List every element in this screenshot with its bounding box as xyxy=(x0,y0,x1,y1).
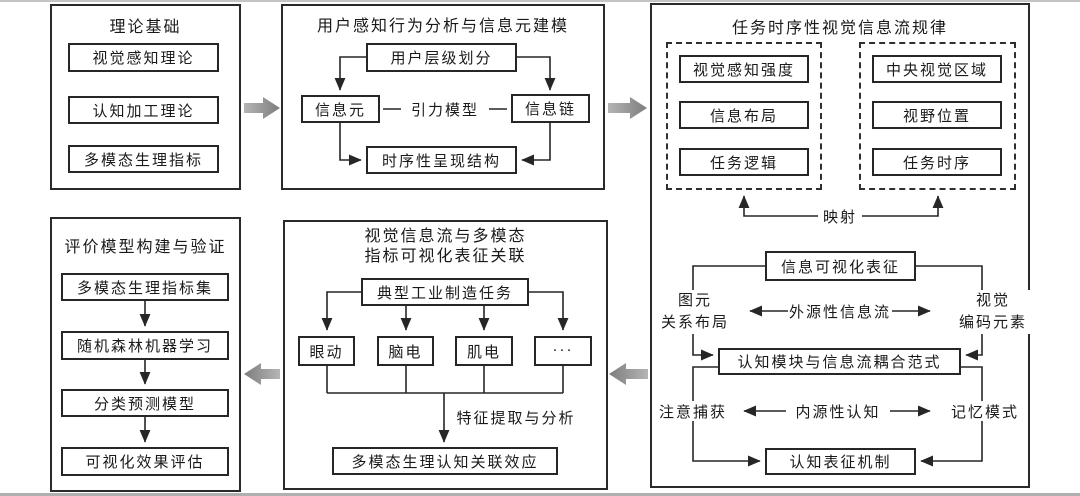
panel-task-flow xyxy=(650,3,1030,488)
flow-arrow-multimodal-to-evaluation-icon xyxy=(244,363,280,385)
box-info-unit: 信息元 xyxy=(301,95,380,123)
box-central-vision-area: 中央视觉区域 xyxy=(872,55,1002,83)
box-visualization-effect-evaluation: 可视化效果评估 xyxy=(61,447,229,476)
label-attention-capture: 注意捕获 xyxy=(653,401,733,421)
flow-arrow-theory-to-modeling-icon xyxy=(244,97,280,119)
label-feature-extraction: 特征提取与分析 xyxy=(456,410,576,427)
label-mapping: 映射 xyxy=(818,206,862,226)
flow-arrow-taskflow-to-multimodal-icon xyxy=(609,363,648,385)
panel-theory-title: 理论基础 xyxy=(109,19,182,36)
box-info-chain: 信息链 xyxy=(511,94,590,123)
flow-arrow-modeling-to-taskflow-icon xyxy=(608,97,647,119)
panel-task-flow-title: 任务时序性视觉信息流规律 xyxy=(731,20,948,37)
panel-evaluation-title: 评价模型构建与验证 xyxy=(64,239,227,256)
panel-user-modeling-title: 用户感知行为分析与信息元建模 xyxy=(316,18,569,35)
box-cognitive-processing-theory: 认知加工理论 xyxy=(68,96,219,124)
box-cognitive-module-coupling-paradigm: 认知模块与信息流耦合范式 xyxy=(718,348,961,375)
box-multimodal-physio-indicators: 多模态生理指标 xyxy=(68,145,219,173)
panel-theory xyxy=(50,4,241,190)
label-endogenous-cognition: 内源性认知 xyxy=(795,404,881,421)
box-info-layout: 信息布局 xyxy=(679,101,809,129)
label-graph-relation-layout-line2: 关系布局 xyxy=(660,315,729,331)
panel-multimodal-title-line1: 视觉信息流与多模态 xyxy=(364,228,527,245)
box-user-level-division: 用户层级划分 xyxy=(366,43,517,72)
box-info-visualization-representation: 信息可视化表征 xyxy=(765,251,916,281)
panel-evaluation xyxy=(50,217,241,492)
box-task-timing: 任务时序 xyxy=(872,148,1002,176)
panel-multimodal xyxy=(283,220,608,490)
label-graph-relation-layout-line1: 图元 xyxy=(677,293,712,309)
box-typical-industrial-task: 典型工业制造任务 xyxy=(361,278,529,306)
box-emg: 肌电 xyxy=(455,336,513,366)
scan-edge-top xyxy=(0,0,1080,2)
box-multimodal-physio-indicator-set: 多模态生理指标集 xyxy=(61,273,229,301)
label-visual-encoding-elements: 视觉 编码元素 xyxy=(951,290,1035,334)
box-visual-perception-theory: 视觉感知理论 xyxy=(68,43,219,72)
box-multimodal-cognitive-correlation-effect: 多模态生理认知关联效应 xyxy=(332,447,558,475)
dashed-group-right xyxy=(859,42,1016,190)
panel-multimodal-title-line2: 指标可视化表征关联 xyxy=(364,248,527,265)
box-eeg: 脑电 xyxy=(377,336,434,366)
panel-user-modeling xyxy=(281,4,605,190)
label-memory-pattern: 记忆模式 xyxy=(945,401,1025,421)
box-random-forest-ml: 随机森林机器学习 xyxy=(61,331,229,360)
label-exogenous-info-flow: 外源性信息流 xyxy=(789,304,892,321)
label-visual-encoding-elements-line1: 视觉 xyxy=(975,293,1010,309)
box-more-modalities: ··· xyxy=(534,336,592,366)
box-task-logic: 任务逻辑 xyxy=(679,148,809,176)
panel-multimodal-title: 视觉信息流与多模态 指标可视化表征关联 xyxy=(283,227,608,267)
scan-edge-bottom xyxy=(0,493,1080,496)
box-eye-tracking: 眼动 xyxy=(298,336,355,366)
box-field-position: 视野位置 xyxy=(872,101,1002,129)
dashed-group-left xyxy=(666,42,822,190)
label-visual-encoding-elements-line2: 编码元素 xyxy=(958,315,1027,331)
box-classification-prediction-model: 分类预测模型 xyxy=(61,389,229,417)
box-visual-perception-intensity: 视觉感知强度 xyxy=(679,55,809,83)
box-cognitive-representation-mechanism: 认知表征机制 xyxy=(765,448,916,475)
label-gravity-model: 引力模型 xyxy=(410,102,479,119)
label-graph-relation-layout: 图元 关系布局 xyxy=(653,290,737,334)
box-temporal-presentation-structure: 时序性呈现结构 xyxy=(366,146,517,174)
